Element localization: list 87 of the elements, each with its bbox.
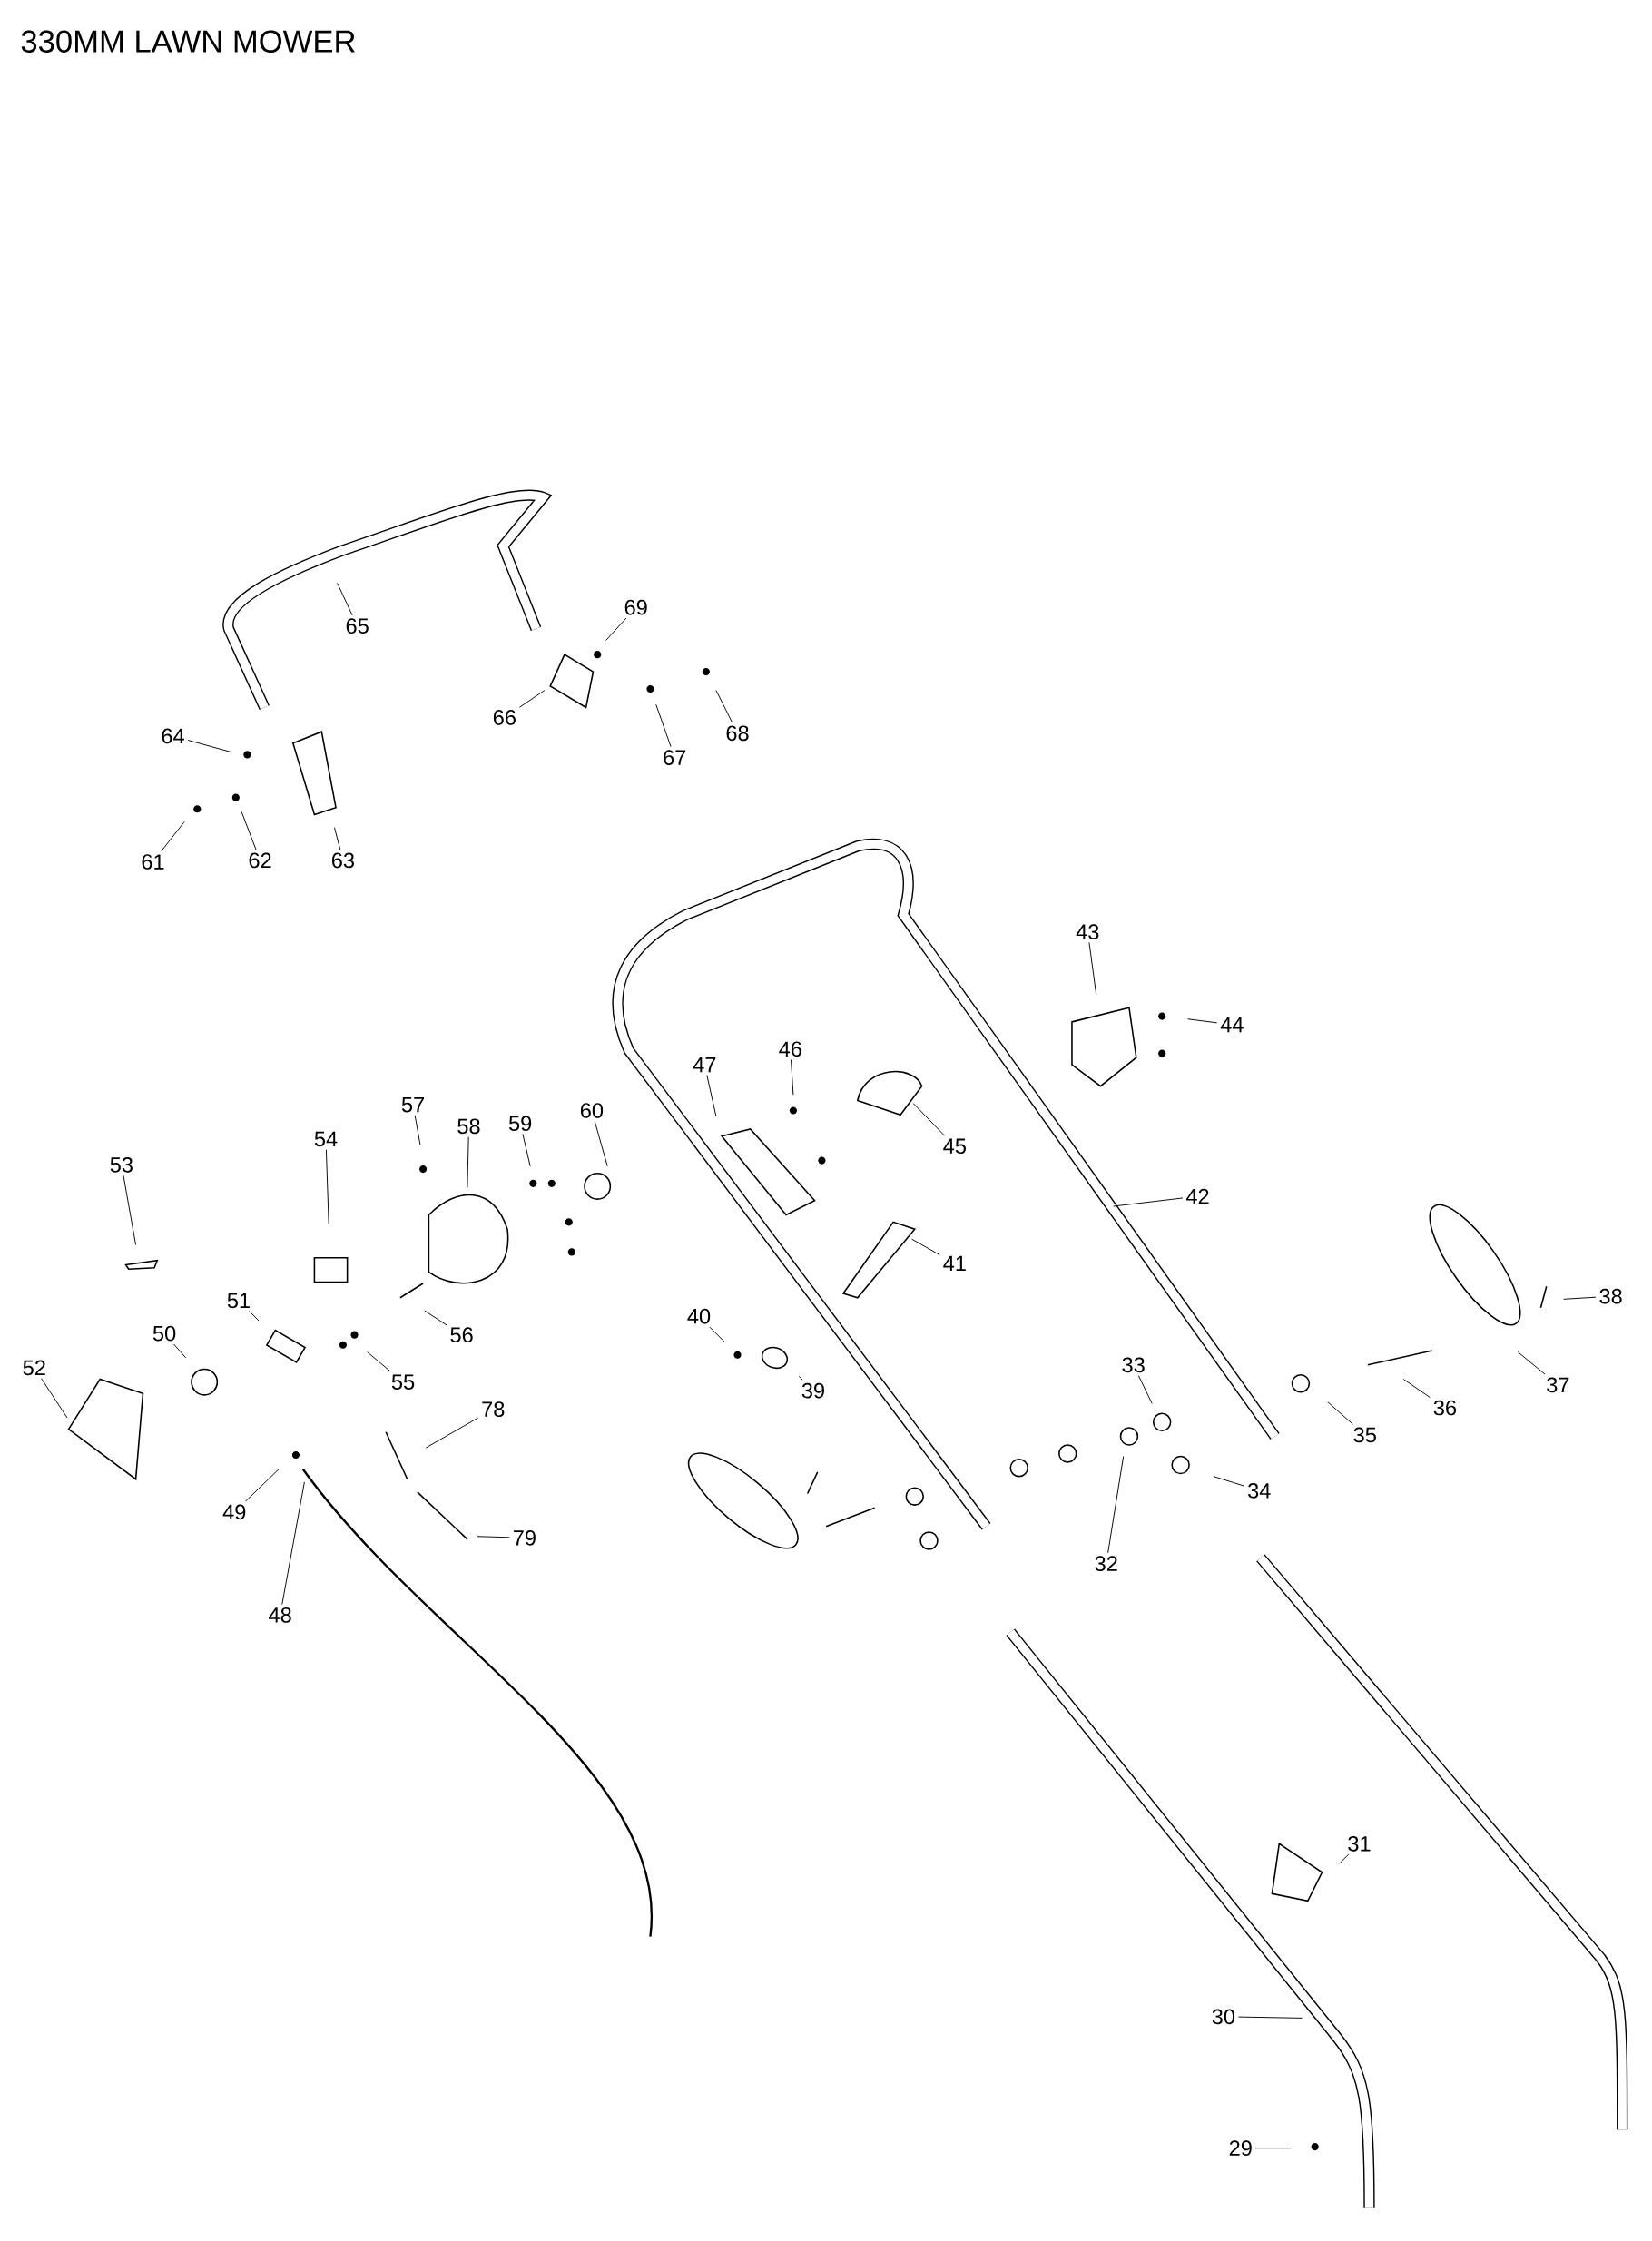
callout-number: 53: [110, 1156, 133, 1173]
leader-line: [1113, 1197, 1184, 1207]
callout-number: 49: [222, 1504, 246, 1520]
callout-number: 56: [450, 1327, 473, 1343]
leader-line: [706, 1075, 717, 1117]
callout-number: 55: [391, 1374, 415, 1390]
leader-line: [1088, 942, 1097, 996]
leader-line: [123, 1175, 136, 1245]
leader-line: [709, 1326, 725, 1343]
callout-number: 65: [346, 618, 369, 634]
leader-line: [424, 1310, 447, 1326]
callout-number: 63: [331, 852, 354, 869]
callout-number: 29: [1229, 2140, 1252, 2157]
leader-line: [1186, 1018, 1218, 1024]
leader-line: [1107, 1456, 1124, 1554]
callout-number: 40: [687, 1308, 711, 1324]
leader-line: [594, 1120, 608, 1167]
leader-line: [161, 821, 185, 852]
callout-number: 45: [943, 1138, 966, 1155]
leader-line: [798, 1375, 803, 1381]
leader-line: [172, 1343, 187, 1359]
leader-line: [715, 690, 733, 723]
callout-number: 30: [1212, 2009, 1234, 2025]
leader-line: [1517, 1351, 1546, 1375]
title: 330MM LAWN MOWER: [21, 30, 355, 53]
leader-line: [1237, 2016, 1303, 2019]
callout-number: 58: [457, 1118, 480, 1135]
leader-line: [522, 1134, 531, 1167]
leader-line: [790, 1059, 794, 1096]
leader-line: [249, 1311, 260, 1322]
callout-number: 64: [162, 728, 184, 744]
callout-number: 37: [1547, 1377, 1569, 1393]
callout-number: 62: [249, 852, 271, 869]
callout-number: 41: [943, 1255, 966, 1272]
callout-number: 42: [1185, 1188, 1209, 1204]
leader-line: [414, 1115, 421, 1145]
leader-line: [1137, 1375, 1153, 1404]
callout-number: 60: [580, 1103, 603, 1118]
leader-line: [187, 740, 231, 752]
leader-line: [244, 1469, 280, 1502]
callout-number: 51: [227, 1293, 250, 1309]
callout-number: 59: [508, 1116, 532, 1131]
callout-number: 69: [624, 599, 647, 615]
leader-line: [605, 617, 627, 641]
leader-line: [325, 1149, 329, 1224]
callout-number: 35: [1353, 1427, 1376, 1443]
callout-number: 44: [1220, 1017, 1244, 1033]
leader-line: [911, 1238, 940, 1256]
callout-number: 38: [1599, 1288, 1622, 1304]
callout-number: 52: [23, 1360, 45, 1376]
leader-line: [281, 1481, 305, 1605]
callout-number: 47: [693, 1057, 716, 1073]
callout-number: 68: [726, 725, 749, 742]
leader-line: [425, 1417, 478, 1449]
callout-number: 54: [314, 1131, 338, 1147]
leader-line: [1327, 1401, 1353, 1425]
callout-number: 50: [152, 1325, 176, 1342]
leader-line: [467, 1136, 469, 1188]
leader-line: [477, 1536, 510, 1538]
leader-line: [1563, 1296, 1597, 1300]
callout-number: 46: [779, 1041, 801, 1057]
leader-line: [1402, 1379, 1431, 1399]
leader-line: [333, 827, 341, 850]
callout-number: 39: [801, 1382, 824, 1399]
callout-number: 79: [513, 1529, 536, 1546]
leader-line: [40, 1378, 68, 1419]
callout-number: 32: [1095, 1556, 1117, 1571]
callout-number: 48: [268, 1607, 291, 1623]
leader-line: [367, 1351, 391, 1372]
leader-line: [337, 583, 353, 616]
callout-number: 31: [1348, 1835, 1371, 1852]
leader-line: [1338, 1853, 1349, 1864]
leader-line: [655, 703, 672, 748]
callout-number: 36: [1433, 1400, 1456, 1416]
leader-line: [518, 690, 546, 708]
callout-number: 67: [664, 750, 686, 765]
leader-line: [1254, 2148, 1292, 2149]
callout-number: 43: [1076, 924, 1099, 939]
callout-number: 33: [1122, 1357, 1145, 1373]
callout-number: 34: [1247, 1483, 1271, 1499]
callout-number: 61: [142, 854, 164, 870]
callout-number: 66: [493, 710, 516, 725]
callout-number: 78: [482, 1401, 505, 1417]
leader-line: [241, 811, 257, 850]
leader-line: [1213, 1476, 1244, 1487]
callout-number: 57: [401, 1096, 424, 1113]
leader-line: [912, 1103, 945, 1136]
